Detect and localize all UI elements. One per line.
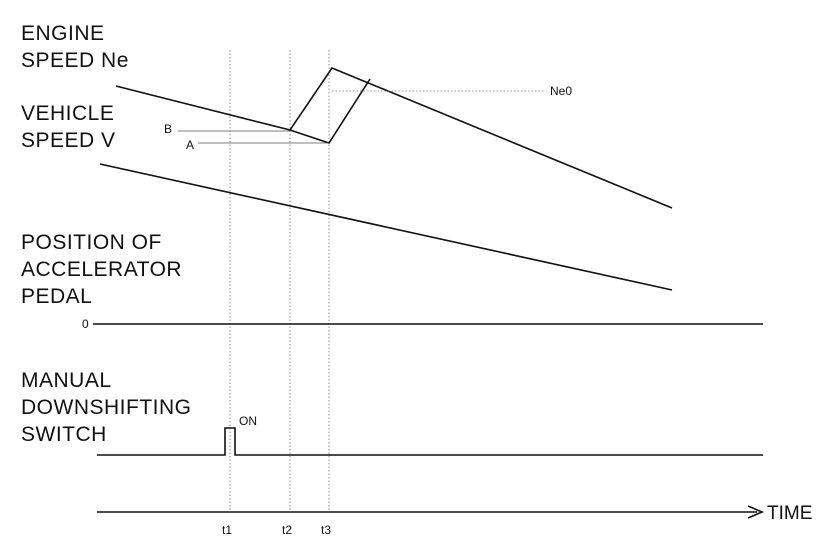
switch-on-label: ON [239,414,257,428]
b-label: B [164,122,172,136]
time-axis-label: TIME [767,503,812,524]
t2-tick-label: t2 [282,523,292,537]
t3-tick-label: t3 [321,523,331,537]
accelerator-label-line1: POSITION OF [21,231,162,254]
switch-label-line3: SWITCH [21,423,107,446]
engine-speed-trace [115,67,673,209]
engine-speed-label-line1: ENGINE [21,22,105,45]
vehicle-speed-trace [99,163,673,291]
accelerator-label-line2: ACCELERATOR [21,258,182,281]
vehicle-speed-label-line1: VEHICLE [21,102,114,125]
a-label: A [186,138,194,152]
downshift-switch-trace [97,427,763,456]
time-axis-arrowhead [747,505,765,519]
engine-speed-label-line2: SPEED Ne [21,49,129,72]
switch-label-line1: MANUAL [21,369,112,392]
accelerator-zero-label: 0 [82,317,89,331]
vehicle-speed-label-line2: SPEED V [21,129,116,152]
ne0-label: Ne0 [550,84,572,98]
accelerator-label-line3: PEDAL [21,285,92,308]
switch-label-line2: DOWNSHIFTING [21,396,191,419]
t1-tick-label: t1 [222,523,232,537]
